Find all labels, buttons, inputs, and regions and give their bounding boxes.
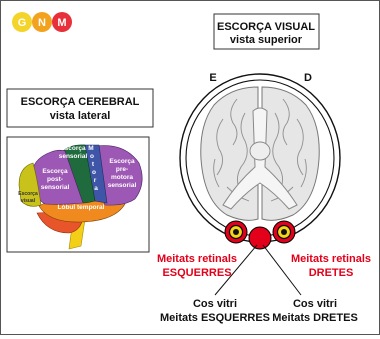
- cerebral-title-border: [6, 88, 154, 128]
- label-sensorial-1: Escorça: [60, 145, 86, 152]
- label-motora-1: M: [88, 145, 93, 152]
- label-sensorial-2: sensorial: [59, 153, 88, 160]
- ventricle-center: [249, 141, 271, 161]
- receptor-left-core: [233, 229, 239, 235]
- side-label-left: E: [209, 72, 216, 84]
- visual-receptor-right: [272, 220, 296, 244]
- visual-receptor-center: [248, 226, 272, 250]
- visual-subtitle: vista superior: [230, 34, 303, 46]
- callout-line-right: [262, 244, 302, 296]
- diagram-canvas: G N M ESCORÇA VISUAL vista superior ESCO…: [6, 12, 371, 324]
- visual-title-border: [213, 13, 320, 50]
- logo-circle-n: [32, 12, 52, 32]
- logo-letter-m: M: [57, 17, 66, 29]
- visual-cortex-title-box: ESCORÇA VISUAL vista superior: [213, 13, 320, 50]
- cerebral-cortex-title-box: ESCORÇA CEREBRAL vista lateral: [6, 88, 154, 128]
- callout-right-line2: Meitats DRETES: [272, 312, 358, 324]
- label-temporal: Lòbul temporal: [58, 204, 105, 211]
- cerebral-subtitle: vista lateral: [50, 110, 111, 122]
- label-premotora-4: sensorial: [108, 182, 137, 189]
- logo-letter-g: G: [18, 17, 27, 29]
- label-motora-6: a: [94, 185, 98, 192]
- visual-receptor-left: [224, 220, 248, 244]
- label-postsensorial-1: Escorça: [42, 168, 68, 175]
- occipital-visual-area: [18, 162, 42, 207]
- label-postsensorial-2: post-: [47, 176, 63, 183]
- cerebral-title: ESCORÇA CEREBRAL: [21, 96, 140, 108]
- callout-line-left: [214, 244, 258, 296]
- callout-right-line1: Cos vitri: [293, 298, 337, 310]
- brain-lateral-view: Escorça sensorial M o t o r a Escorça pr…: [6, 136, 150, 253]
- label-premotora-1: Escorça: [109, 158, 135, 165]
- label-motora-4: o: [92, 169, 96, 176]
- callout-left-line1: Cos vitri: [193, 298, 237, 310]
- logo-circle-m: [52, 12, 72, 32]
- retinal-left-line1: Meitats retinals: [157, 253, 237, 265]
- label-premotora-2: pre-: [116, 166, 128, 173]
- label-visual-1: Escorça: [18, 191, 38, 197]
- visual-title: ESCORÇA VISUAL: [217, 21, 315, 33]
- side-label-right: D: [304, 72, 312, 84]
- label-visual-2: visual: [21, 198, 36, 204]
- logo-circle-g: [12, 12, 32, 32]
- logo-letter-n: N: [38, 17, 46, 29]
- retinal-right-line2: DRETES: [309, 267, 354, 279]
- label-premotora-3: motora: [111, 174, 133, 181]
- callout-left-line2: Meitats ESQUERRES: [160, 312, 270, 324]
- label-motora-3: t: [92, 161, 95, 168]
- visual-cortex-top-view: E D: [179, 72, 341, 296]
- retinal-right-line1: Meitats retinals: [291, 253, 371, 265]
- gnm-logo: G N M: [12, 12, 72, 32]
- label-motora-5: r: [94, 177, 97, 184]
- label-motora-2: o: [90, 153, 94, 160]
- frontal-premotor-area: [94, 145, 143, 206]
- sensory-cortex-strip: [62, 144, 96, 204]
- receptor-right-core: [281, 229, 287, 235]
- retinal-left-line2: ESQUERRES: [162, 267, 231, 279]
- brain-gyri: [213, 98, 307, 202]
- label-postsensorial-3: sensorial: [41, 184, 70, 191]
